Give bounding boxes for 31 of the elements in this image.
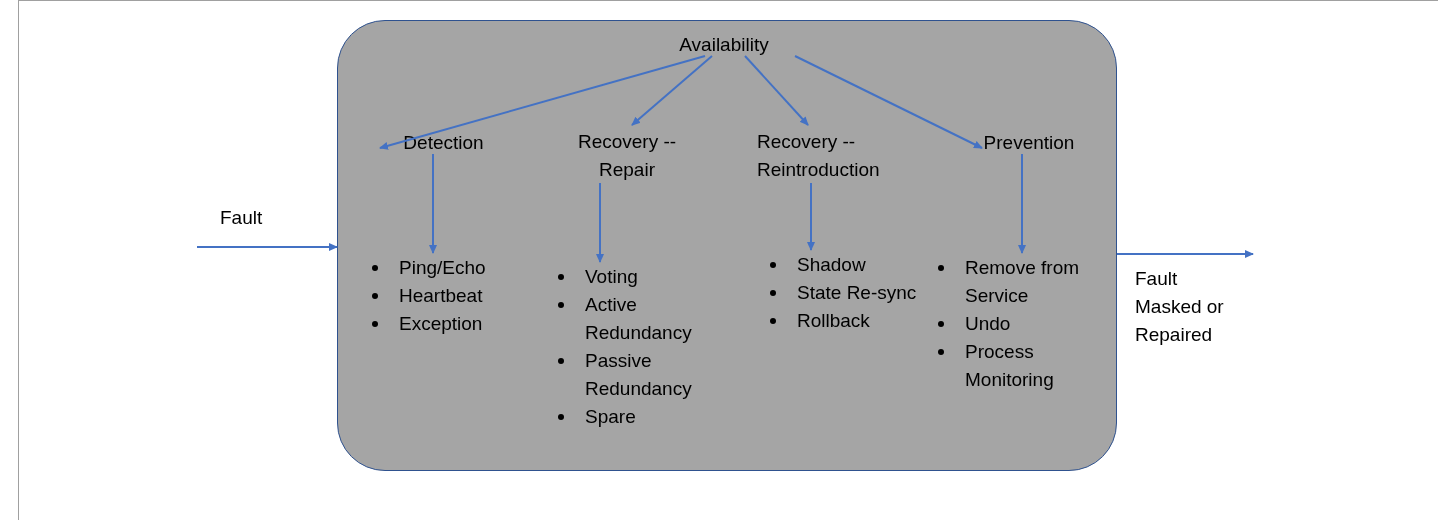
category-label: Prevention	[969, 129, 1089, 155]
list-item: Shadow	[797, 254, 866, 275]
arrow	[1018, 153, 1026, 254]
list-item: Ping/Echo	[399, 257, 486, 278]
list-item: Spare	[585, 406, 636, 427]
arrow	[596, 182, 604, 263]
category-label: Availability	[661, 31, 787, 57]
category-label: Recovery -- Repair	[563, 128, 691, 184]
list-item: Active Redundancy	[585, 294, 692, 343]
arrow	[1116, 250, 1254, 258]
list-item: Process Monitoring	[965, 341, 1054, 390]
list-item: Rollback	[797, 310, 870, 331]
list-item: Passive Redundancy	[585, 350, 692, 399]
list-item: State Re-sync	[797, 282, 917, 303]
list-item: Undo	[965, 313, 1011, 334]
category-label: Detection	[381, 129, 506, 155]
system-box	[337, 20, 1117, 471]
arrow	[429, 153, 437, 254]
list-item: Voting	[585, 266, 638, 287]
edge-label: Fault Masked or Repaired	[1135, 267, 1225, 347]
arrow	[379, 55, 706, 150]
list-item: Remove from Service	[965, 257, 1080, 306]
arrow	[794, 55, 983, 149]
edge-label: Fault	[220, 206, 264, 230]
arrow	[807, 182, 815, 251]
list-item: Exception	[399, 313, 483, 334]
arrow	[744, 55, 809, 126]
list-item: Heartbeat	[399, 285, 483, 306]
category-label: Recovery -- Reintroduction	[757, 128, 917, 184]
arrow	[631, 55, 713, 126]
arrow	[196, 243, 338, 251]
